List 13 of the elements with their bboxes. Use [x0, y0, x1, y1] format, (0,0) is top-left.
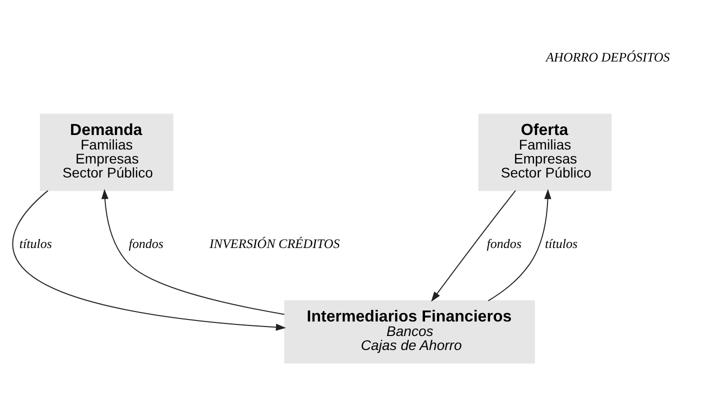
- label: INVERSIÓN CRÉDITOS: [209, 236, 340, 252]
- arrow: [101, 188, 284, 315]
- edge-label: fondos: [486, 236, 522, 252]
- edge-label: títulos: [544, 236, 578, 252]
- node-box: Intermediarios Financieros Bancos Cajas de Ahorro: [284, 300, 535, 364]
- edge-label: fondos: [128, 236, 164, 252]
- label: AHORRO DEPÓSITOS: [546, 49, 670, 64]
- arrow: [488, 189, 552, 302]
- node-box: Oferta Familias Empresas Sector Público: [478, 114, 612, 191]
- arrow: [431, 190, 516, 302]
- node-box: Demanda Familias Empresas Sector Público: [40, 114, 174, 191]
- arrow: [12, 190, 286, 331]
- edge-label: títulos: [19, 236, 52, 252]
